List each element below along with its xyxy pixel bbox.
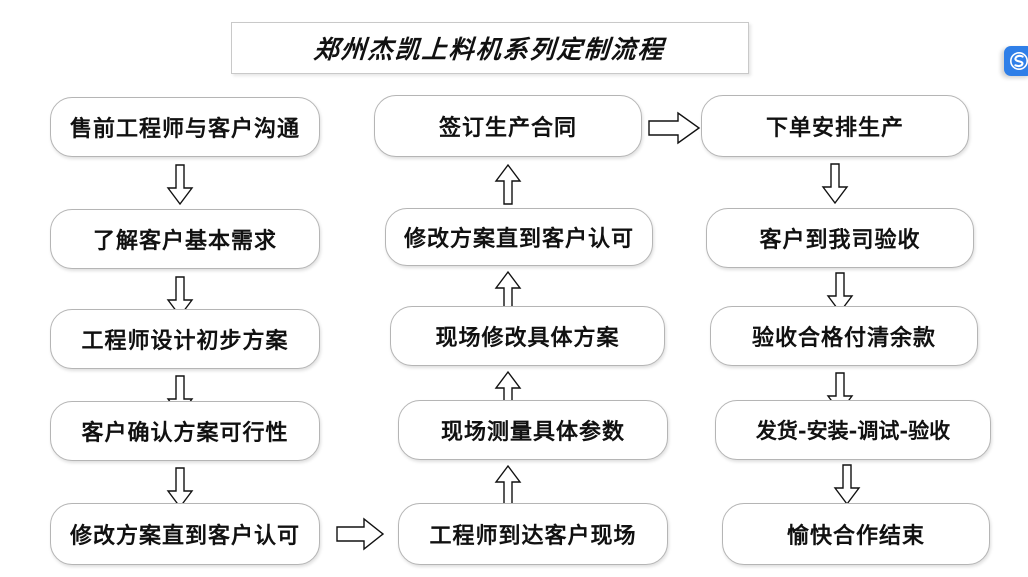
flow-label: 了解客户基本需求 bbox=[92, 228, 277, 254]
arrow-right-c1-to-c2 bbox=[336, 516, 386, 552]
arrow-up-c2-1 bbox=[493, 163, 523, 205]
arrow-down-c1-4 bbox=[165, 467, 195, 509]
sogou-search-badge-icon[interactable] bbox=[1004, 46, 1028, 76]
flow-label: 工程师到达客户现场 bbox=[429, 523, 637, 549]
arrow-up-c2-4 bbox=[493, 464, 523, 506]
flow-label: 售前工程师与客户沟通 bbox=[69, 116, 300, 142]
flow-box-c1-s4[interactable]: 客户确认方案可行性 bbox=[50, 401, 320, 461]
arrow-down-c3-1 bbox=[820, 163, 850, 205]
flow-label: 现场修改具体方案 bbox=[435, 325, 620, 351]
flow-label: 客户到我司验收 bbox=[759, 227, 921, 253]
flow-box-c1-s1[interactable]: 售前工程师与客户沟通 bbox=[50, 97, 320, 157]
flow-box-c3-s5[interactable]: 愉快合作结束 bbox=[722, 503, 990, 565]
flow-label: 愉快合作结束 bbox=[786, 523, 925, 549]
flow-label: 验收合格付清余款 bbox=[751, 325, 936, 351]
flow-box-c2-s4[interactable]: 现场测量具体参数 bbox=[398, 400, 668, 460]
flow-label: 工程师设计初步方案 bbox=[81, 328, 289, 354]
flow-box-c1-s5[interactable]: 修改方案直到客户认可 bbox=[50, 503, 320, 565]
flow-box-c3-s4[interactable]: 发货-安装-调试-验收 bbox=[715, 400, 991, 460]
flow-label: 发货-安装-调试-验收 bbox=[755, 418, 951, 443]
flow-box-c3-s2[interactable]: 客户到我司验收 bbox=[706, 208, 974, 268]
arrow-down-c3-4 bbox=[832, 464, 862, 506]
flow-box-c2-s1[interactable]: 签订生产合同 bbox=[374, 95, 642, 157]
flow-label: 修改方案直到客户认可 bbox=[69, 523, 300, 549]
flow-box-c3-s3[interactable]: 验收合格付清余款 bbox=[710, 306, 978, 366]
arrow-down-c3-2 bbox=[825, 272, 855, 314]
chart-title-box: 郑州杰凯上料机系列定制流程 bbox=[231, 22, 749, 74]
flow-box-c2-s2[interactable]: 修改方案直到客户认可 bbox=[385, 208, 653, 266]
flow-label: 现场测量具体参数 bbox=[440, 419, 625, 445]
flow-label: 下单安排生产 bbox=[765, 115, 904, 141]
flow-label: 修改方案直到客户认可 bbox=[403, 226, 634, 252]
flow-label: 客户确认方案可行性 bbox=[81, 420, 289, 446]
flow-label: 签订生产合同 bbox=[438, 115, 577, 141]
flow-box-c2-s3[interactable]: 现场修改具体方案 bbox=[390, 306, 665, 366]
flow-box-c1-s3[interactable]: 工程师设计初步方案 bbox=[50, 309, 320, 369]
flow-box-c1-s2[interactable]: 了解客户基本需求 bbox=[50, 209, 320, 269]
flow-box-c2-s5[interactable]: 工程师到达客户现场 bbox=[398, 503, 668, 565]
arrow-down-c1-2 bbox=[165, 276, 195, 318]
page-title: 郑州杰凯上料机系列定制流程 bbox=[313, 35, 667, 64]
flow-box-c3-s1[interactable]: 下单安排生产 bbox=[701, 95, 969, 157]
arrow-right-c2-to-c3 bbox=[648, 110, 702, 146]
arrow-down-c1-1 bbox=[165, 164, 195, 206]
